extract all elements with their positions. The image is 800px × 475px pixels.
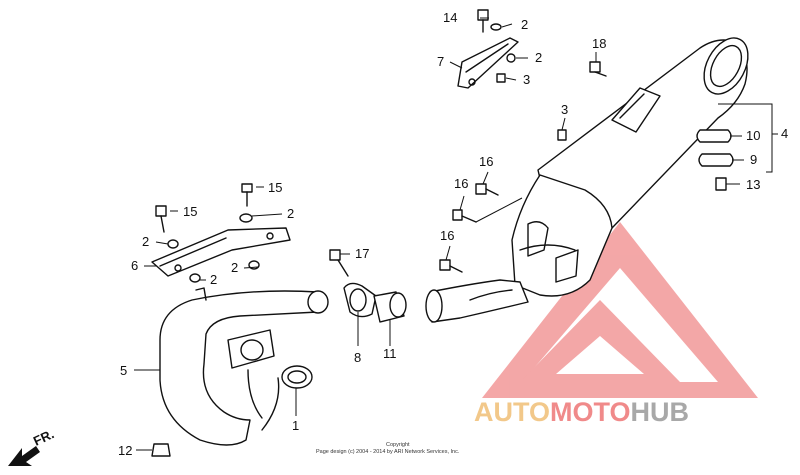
callout-6: 6 [131, 258, 138, 273]
direction-label: FR. [31, 426, 56, 448]
front-direction-arrow: FR. [8, 426, 56, 466]
callout-15: 15 [268, 180, 282, 195]
callout-11: 11 [383, 346, 397, 361]
callout-7: 7 [437, 54, 444, 69]
copyright-line1: Copyright [386, 442, 410, 448]
callout-16: 16 [440, 228, 454, 243]
exhaust-clamp [343, 282, 377, 318]
callout-12: 12 [118, 443, 132, 458]
nut-2a [490, 23, 502, 31]
exhaust-front-pipe [159, 287, 329, 446]
leader-lines [134, 17, 778, 451]
callout-8: 8 [354, 350, 361, 365]
callout-13: 13 [746, 177, 760, 192]
callout-2: 2 [210, 272, 217, 287]
bolt-18 [589, 61, 601, 73]
copyright-line2: Page design (c) 2004 - 2014 by ARI Netwo… [316, 449, 460, 455]
muffler-inlet [425, 289, 443, 323]
bolt-16c [439, 259, 451, 271]
bolt-17 [329, 249, 341, 261]
nut-2b [506, 53, 516, 63]
callout-2: 2 [287, 206, 294, 221]
plate-9 [698, 153, 734, 167]
muffler-pipe [429, 279, 529, 323]
callout-2: 2 [521, 17, 528, 32]
collar-3a [496, 73, 506, 83]
bolt-16b [452, 209, 463, 221]
nut-12 [151, 443, 171, 457]
bolt-13 [715, 177, 727, 191]
nut-2f [189, 273, 201, 283]
callout-16: 16 [479, 154, 493, 169]
joint-gasket [373, 291, 407, 323]
callout-15: 15 [183, 204, 197, 219]
nut-2c [239, 213, 253, 223]
bolt-15b [155, 205, 167, 217]
callout-3: 3 [561, 102, 568, 117]
collar-3b [557, 129, 567, 141]
callout-9: 9 [750, 152, 757, 167]
callout-2: 2 [142, 234, 149, 249]
watermark-text: AUTOMOTOHUB [474, 397, 689, 427]
callout-2: 2 [231, 260, 238, 275]
callout-1: 1 [292, 418, 299, 433]
callout-3: 3 [523, 72, 530, 87]
bolt-16a [475, 183, 487, 195]
callout-18: 18 [592, 36, 606, 51]
left-stay [151, 227, 291, 277]
gasket [281, 365, 313, 389]
callout-2: 2 [535, 50, 542, 65]
muffler [511, 37, 749, 297]
upper-stay [457, 37, 519, 89]
plate-10 [696, 129, 732, 143]
nut-2d [167, 239, 179, 249]
callout-10: 10 [746, 128, 760, 143]
watermark-logo [482, 222, 758, 398]
callout-4: 4 [781, 126, 788, 141]
callout-17: 17 [355, 246, 369, 261]
bolt-15a [241, 183, 253, 193]
callout-numbers: 14 2 2 3 7 18 3 10 4 9 13 16 16 16 15 15… [118, 10, 788, 458]
callout-16: 16 [454, 176, 468, 191]
callout-5: 5 [120, 363, 127, 378]
callout-14: 14 [443, 10, 457, 25]
